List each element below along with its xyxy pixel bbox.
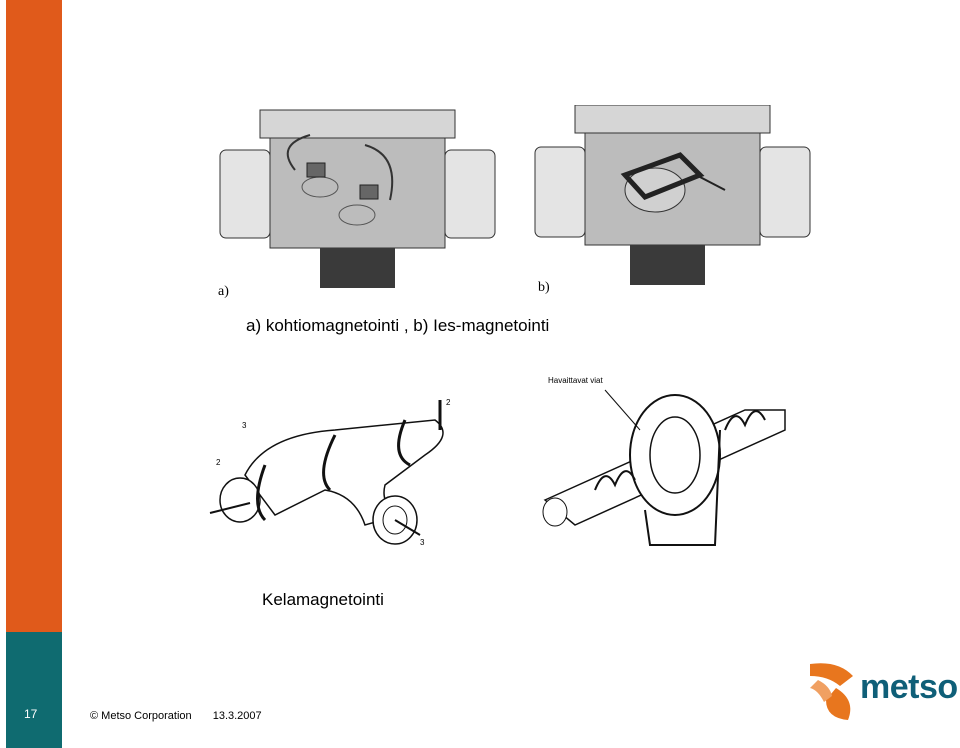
coil-figure-right <box>542 389 786 546</box>
caption-bottom: Kelamagnetointi <box>262 590 384 609</box>
defects-label: Havaittavat viat <box>548 376 603 385</box>
footer-copyright: © Metso Corporation <box>90 710 192 722</box>
caption-top: a) kohtiomagnetointi , b) Ies-magnetoint… <box>246 316 550 335</box>
figure-a-label: a) <box>218 284 229 299</box>
coil-label-3a: 3 <box>242 421 247 430</box>
coil-label-2b: 2 <box>216 458 221 467</box>
sidebar-teal-band <box>6 632 62 748</box>
page-number: 17 <box>24 707 38 721</box>
coil-figure-left <box>209 400 444 545</box>
metso-logo-text: metso <box>860 668 958 706</box>
coil-label-3b: 3 <box>420 538 425 547</box>
footer: © Metso Corporation 13.3.2007 <box>90 710 280 722</box>
coil-label-2a: 2 <box>446 398 451 407</box>
figure-b-drawing <box>534 105 811 285</box>
sidebar-orange-band <box>6 0 62 632</box>
figure-b-label: b) <box>538 280 550 295</box>
footer-date: 13.3.2007 <box>212 710 262 722</box>
metso-logo-icon <box>810 663 853 720</box>
figure-a-drawing <box>219 109 496 288</box>
